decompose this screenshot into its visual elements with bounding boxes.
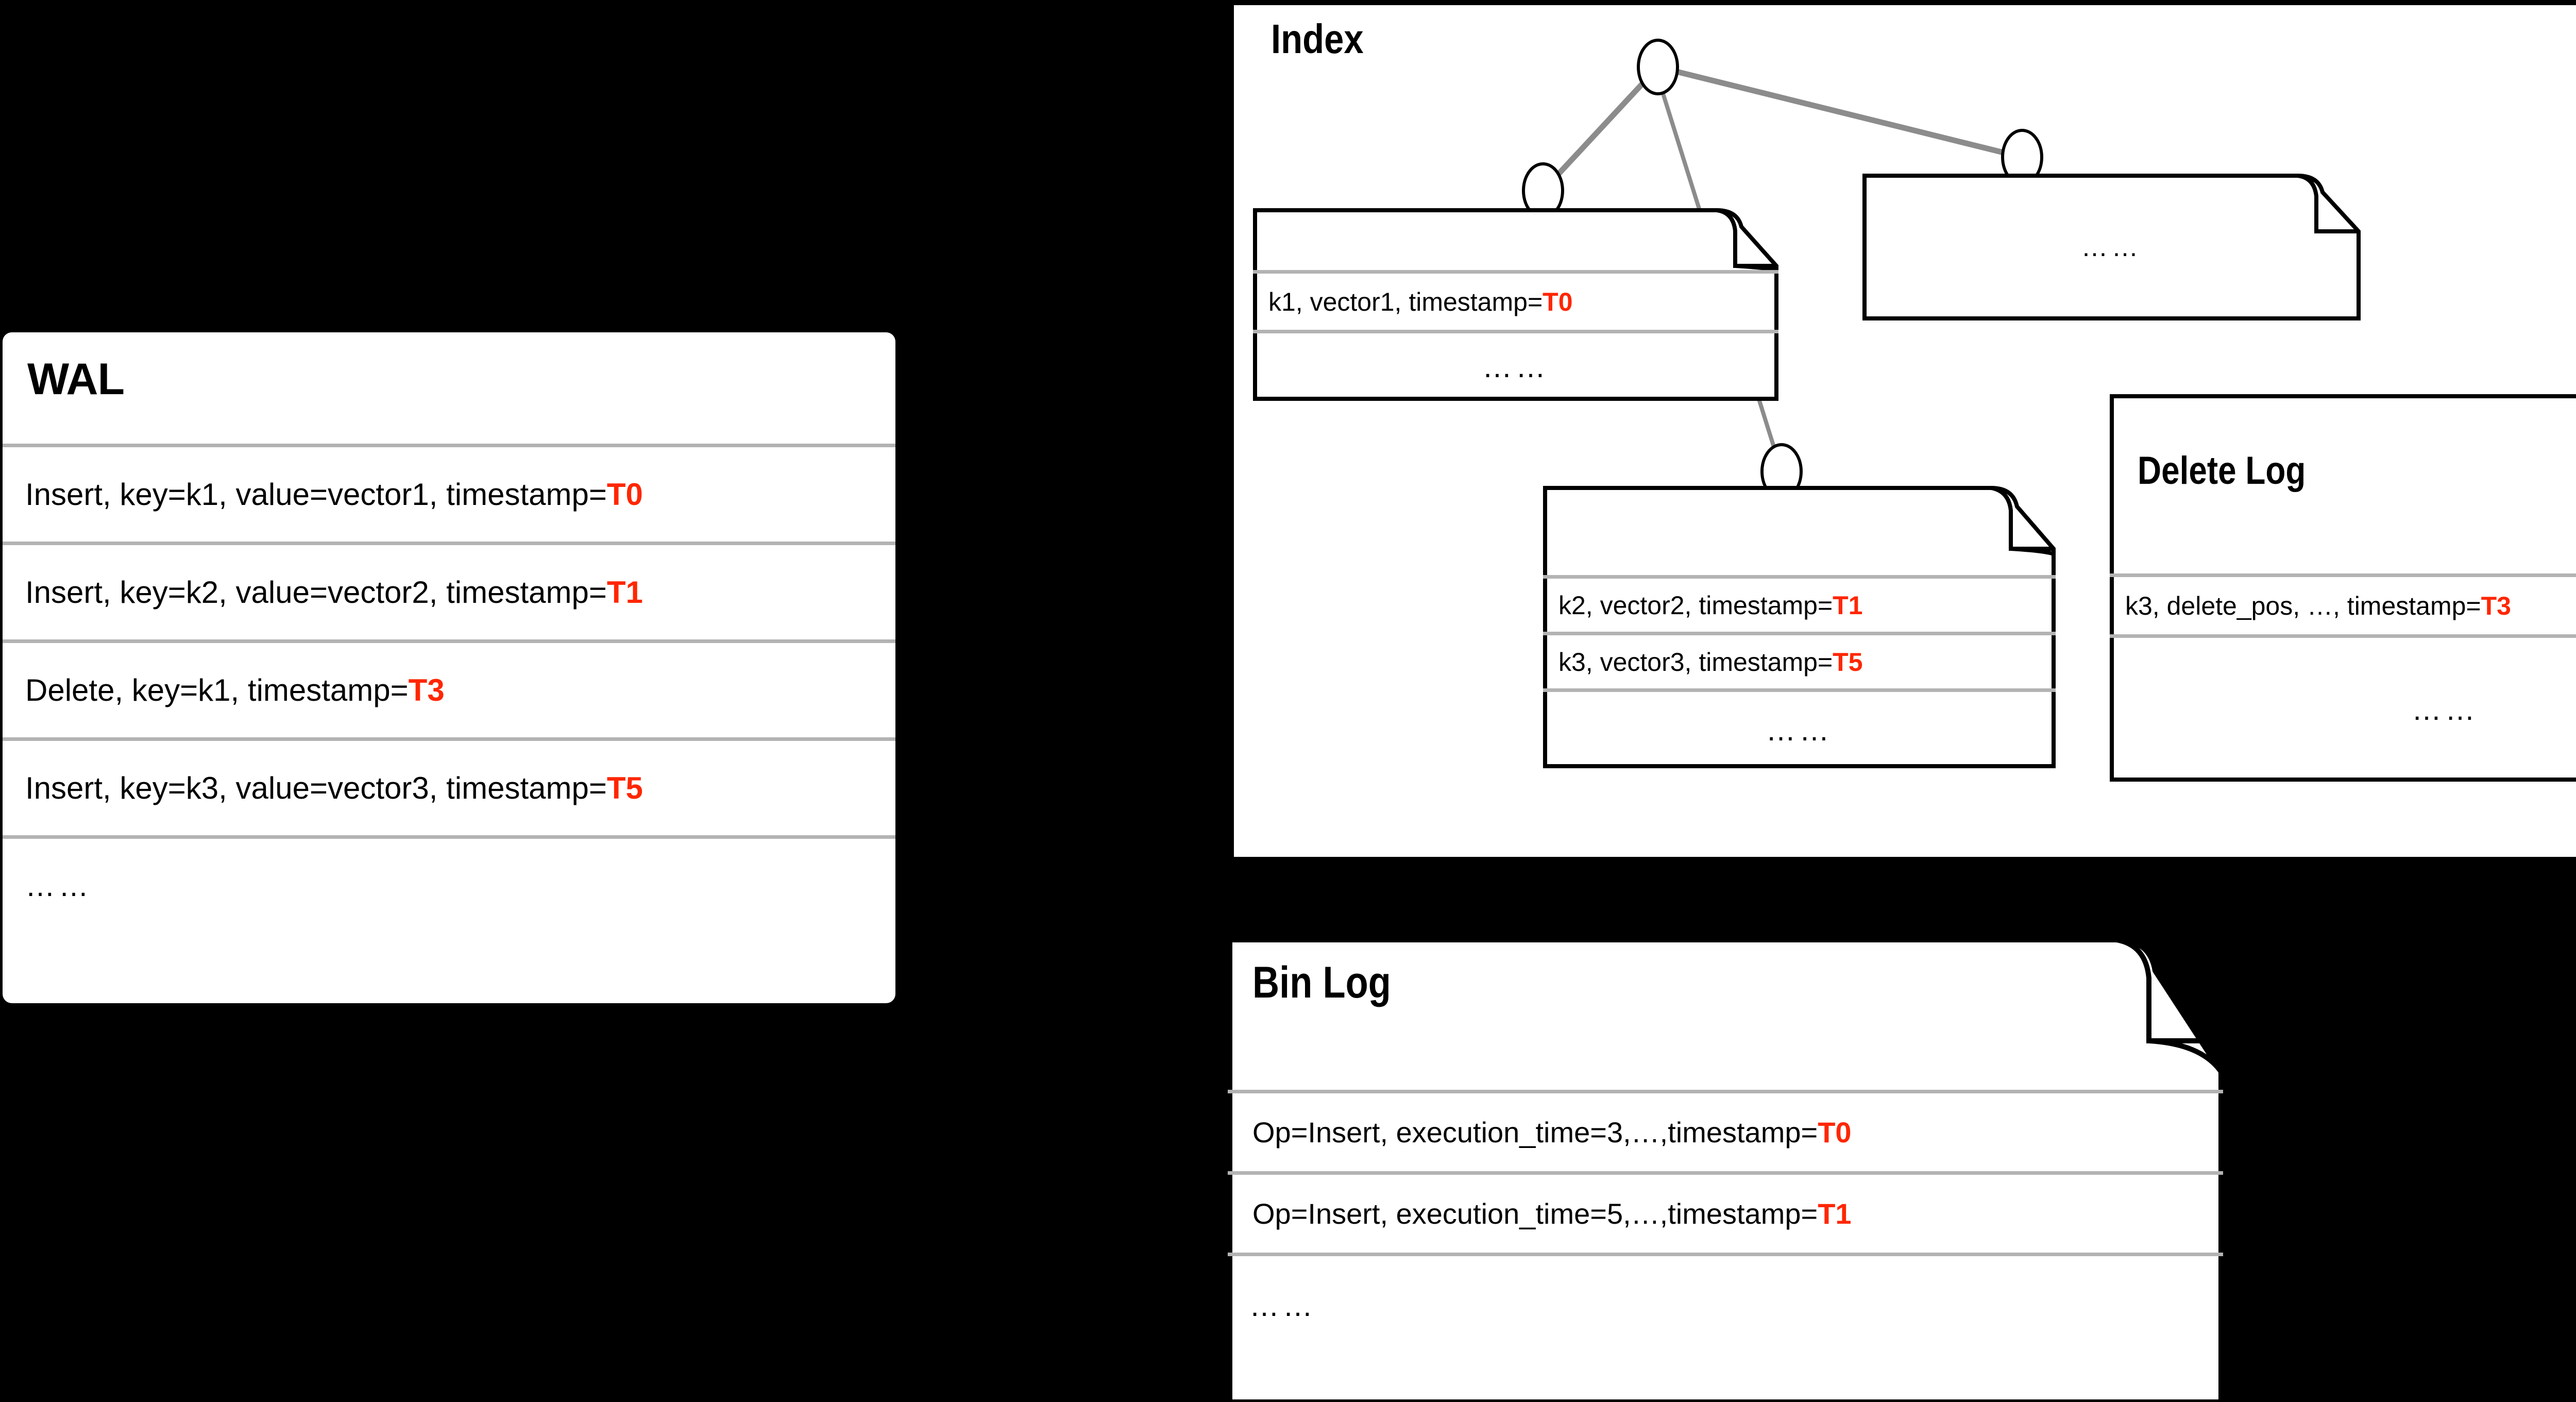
- delete-log-title: Delete Log: [2138, 449, 2306, 493]
- index-row: k2, vector2, timestamp=T1: [1543, 575, 2056, 632]
- index-leaf-k2-k3: k2, vector2, timestamp=T1 k3, vector3, t…: [1543, 486, 2056, 768]
- delete-log-row-ellipsis: ……: [2110, 634, 2576, 782]
- index-row-text: k1, vector1, timestamp=: [1268, 287, 1543, 316]
- wal-panel: WAL Insert, key=k1, value=vector1, times…: [3, 332, 895, 1003]
- index-row-text: ……: [1766, 713, 1833, 747]
- index-row: k1, vector1, timestamp=T0: [1253, 270, 1778, 330]
- wal-row-text: ……: [25, 869, 92, 903]
- bin-log-row-text: Op=Insert, execution_time=3,…,timestamp=: [1252, 1116, 1818, 1148]
- doc-content: ……: [1862, 174, 2361, 320]
- delete-log-panel: Delete Log k3, delete_pos, …, timestamp=…: [2110, 394, 2576, 782]
- index-row-timestamp: T1: [1833, 590, 1863, 620]
- bin-log-row: Op=Insert, execution_time=5,…,timestamp=…: [1228, 1171, 2223, 1253]
- index-row-text: k3, vector3, timestamp=: [1558, 647, 1833, 677]
- doc-outline: [1253, 208, 1778, 401]
- index-row: k3, vector3, timestamp=T5: [1543, 632, 2056, 688]
- wal-row-text: Insert, key=k2, value=vector2, timestamp…: [25, 575, 607, 610]
- doc-outline: [1228, 938, 2223, 1402]
- index-row-text: ……: [1482, 350, 1549, 384]
- delete-log-row-timestamp: T3: [2481, 591, 2511, 620]
- bin-log-panel: Bin Log Op=Insert, execution_time=3,…,ti…: [1228, 938, 2223, 1402]
- delete-log-row: k3, delete_pos, …, timestamp=T3: [2110, 573, 2576, 634]
- bin-log-row-timestamp: T1: [1818, 1197, 1852, 1230]
- bin-log-row-text: Op=Insert, execution_time=5,…,timestamp=: [1252, 1197, 1818, 1230]
- bin-log-row-timestamp: T0: [1818, 1116, 1852, 1148]
- wal-row: Insert, key=k2, value=vector2, timestamp…: [3, 542, 895, 639]
- doc-outline: [2110, 394, 2576, 782]
- bin-log-row: Op=Insert, execution_time=3,…,timestamp=…: [1228, 1090, 2223, 1171]
- index-row-ellipsis: ……: [1253, 330, 1778, 401]
- wal-row-text: Insert, key=k3, value=vector3, timestamp…: [25, 771, 607, 805]
- doc-outline: [1862, 174, 2361, 320]
- wal-row: Insert, key=k3, value=vector3, timestamp…: [3, 737, 895, 835]
- delete-log-row-text: k3, delete_pos, …, timestamp=: [2125, 591, 2481, 620]
- wal-row-timestamp: T3: [408, 673, 445, 707]
- wal-row-text: Delete, key=k1, timestamp=: [25, 673, 409, 707]
- bin-log-row-ellipsis: ……: [1228, 1253, 2223, 1356]
- wal-row-list: Insert, key=k1, value=vector1, timestamp…: [3, 444, 895, 933]
- doc-content: k2, vector2, timestamp=T1 k3, vector3, t…: [1543, 486, 2056, 768]
- index-leaf-ellipsis: ……: [1862, 174, 2361, 320]
- index-row-ellipsis-text: ……: [2081, 232, 2142, 262]
- wal-row-timestamp: T1: [606, 575, 643, 610]
- delete-log-row-text: ……: [2412, 693, 2479, 727]
- index-row-timestamp: T0: [1543, 287, 1573, 316]
- doc-content: k1, vector1, timestamp=T0 ……: [1253, 208, 1778, 401]
- wal-row-ellipsis: ……: [3, 835, 895, 933]
- index-row-timestamp: T5: [1833, 647, 1863, 677]
- bin-log-title: Bin Log: [1252, 958, 1391, 1007]
- doc-content: Delete Log k3, delete_pos, …, timestamp=…: [2110, 394, 2576, 782]
- index-row-ellipsis: ……: [1543, 688, 2056, 768]
- wal-title: WAL: [27, 354, 125, 404]
- wal-row-timestamp: T0: [606, 477, 643, 512]
- wal-row: Insert, key=k1, value=vector1, timestamp…: [3, 444, 895, 542]
- index-row-text: k2, vector2, timestamp=: [1558, 590, 1833, 620]
- bin-log-row-text: ……: [1249, 1289, 1316, 1323]
- wal-row-timestamp: T5: [606, 771, 643, 805]
- doc-content: Bin Log Op=Insert, execution_time=3,…,ti…: [1228, 938, 2223, 1402]
- index-leaf-k1: k1, vector1, timestamp=T0 ……: [1253, 208, 1778, 401]
- wal-row: Delete, key=k1, timestamp=T3: [3, 639, 895, 737]
- index-title: Index: [1271, 16, 1364, 62]
- doc-outline: [1543, 486, 2056, 768]
- wal-row-text: Insert, key=k1, value=vector1, timestamp…: [25, 477, 607, 512]
